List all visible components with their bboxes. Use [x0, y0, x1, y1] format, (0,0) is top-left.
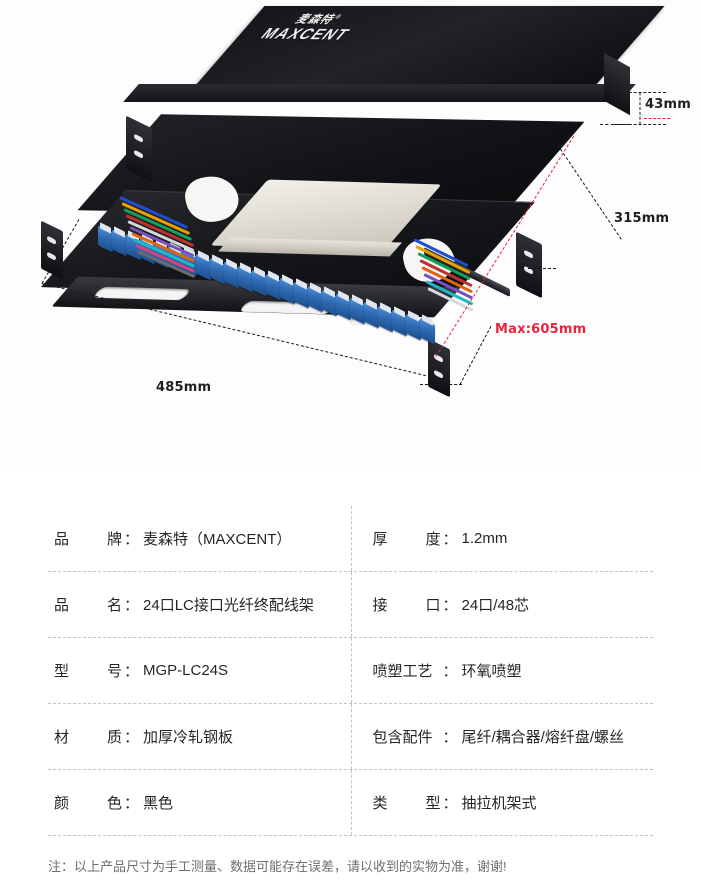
- table-row: 颜 色：黑色 类 型：抽拉机架式: [48, 769, 653, 835]
- spec-label: 材 质: [54, 729, 122, 746]
- spec-colon: ：: [442, 531, 458, 548]
- specification-table: 品 牌：麦森特（MAXCENT） 厚 度：1.2mm 品 名：24口LC接口光纤…: [48, 506, 653, 836]
- table-column-divider: [350, 704, 352, 769]
- table-row: 材 质：加厚冷轧钢板 包含配件：尾纤/耦合器/熔纤盘/螺丝: [48, 703, 653, 769]
- spec-cell-color: 颜 色：黑色: [48, 770, 351, 835]
- spec-cell-included-accessories: 包含配件 ：尾纤/耦合器/熔纤盘/螺丝: [351, 704, 654, 769]
- spec-label: 接 口: [372, 597, 441, 614]
- spec-value: MGP-LC24S: [143, 662, 229, 679]
- dimension-line-extended-depth-tick: [644, 118, 670, 119]
- table-column-divider: [350, 638, 352, 703]
- dimension-line-depth-tick: [528, 268, 556, 269]
- dimension-line-depth-tick: [600, 124, 630, 125]
- table-row: 型 号：MGP-LC24S 喷塑工艺：环氧喷塑: [48, 637, 653, 703]
- dimension-label-extended-depth: Max:605mm: [495, 322, 587, 337]
- product-photo: 麦森特® MAXCENT: [0, 0, 701, 470]
- spec-cell-material: 材 质：加厚冷轧钢板: [48, 704, 351, 769]
- dimension-tick-height: [639, 92, 641, 125]
- lc-adapter-port: [406, 313, 421, 341]
- spec-label: 颜 色: [54, 795, 122, 812]
- spec-label: 品 牌: [54, 531, 122, 548]
- spec-colon: ：: [442, 795, 458, 812]
- chassis-top-front-edge: [123, 84, 636, 102]
- spec-cell-coating-process: 喷塑工艺 ：环氧喷塑: [351, 638, 654, 703]
- product-device-illustration: 麦森特® MAXCENT: [0, 0, 701, 470]
- dimension-line-height-top: [614, 92, 666, 93]
- spec-colon: ：: [124, 795, 140, 812]
- spec-colon: ：: [124, 729, 140, 746]
- dimension-label-depth: 315mm: [614, 211, 670, 226]
- spec-colon: ：: [124, 531, 140, 548]
- spec-value: 尾纤/耦合器/熔纤盘/螺丝: [461, 729, 625, 746]
- spec-cell-model: 型 号：MGP-LC24S: [48, 638, 351, 703]
- table-column-divider: [350, 770, 352, 835]
- spec-colon: ：: [442, 729, 458, 746]
- spec-label: 类 型: [372, 795, 441, 812]
- spec-value: 黑色: [143, 795, 174, 812]
- spec-label: 品 名: [54, 597, 122, 614]
- spec-cell-thickness: 厚 度：1.2mm: [351, 506, 654, 571]
- chassis-right-side: [604, 52, 630, 116]
- spec-label: 包含配件: [372, 729, 433, 746]
- dimension-label-height: 43mm: [645, 97, 691, 112]
- spec-colon: ：: [442, 663, 458, 680]
- dimension-line-height-bottom: [614, 124, 666, 125]
- spec-colon: ：: [442, 597, 458, 614]
- spec-cell-interface: 接 口：24口/48芯: [351, 572, 654, 637]
- table-row: 品 牌：麦森特（MAXCENT） 厚 度：1.2mm: [48, 506, 653, 571]
- spec-value: 麦森特（MAXCENT）: [143, 531, 292, 548]
- table-column-divider: [350, 572, 352, 637]
- footer-disclaimer-note: 注：以上产品尺寸为手工测量、数据可能存在误差，请以收到的实物为准，谢谢!: [48, 859, 507, 874]
- spec-label: 厚 度: [372, 531, 441, 548]
- spec-value: 加厚冷轧钢板: [143, 729, 234, 746]
- spec-value: 1.2mm: [461, 530, 508, 547]
- spec-label: 喷塑工艺: [372, 663, 433, 680]
- lc-adapter-port: [392, 309, 407, 337]
- spec-value: 环氧喷塑: [461, 663, 522, 680]
- brand-logo-english: MAXCENT: [256, 25, 355, 44]
- dimension-line-width-end: [420, 384, 462, 385]
- rack-ear-front-right: [428, 338, 450, 398]
- table-row: 品 名：24口LC接口光纤终配线架 接 口：24口/48芯: [48, 571, 653, 637]
- spec-label: 型 号: [54, 663, 122, 680]
- rack-ear-rear-right: [516, 231, 542, 299]
- spec-value: 24口/48芯: [461, 597, 530, 614]
- dimension-label-width: 485mm: [156, 380, 212, 395]
- spec-value: 抽拉机架式: [461, 795, 537, 812]
- lc-adapter-port: [336, 293, 351, 321]
- lc-adapter-port: [378, 305, 393, 333]
- chassis-top-lid: [191, 6, 665, 90]
- spec-cell-product-name: 品 名：24口LC接口光纤终配线架: [48, 572, 351, 637]
- spec-cell-brand: 品 牌：麦森特（MAXCENT）: [48, 506, 351, 571]
- table-column-divider: [350, 506, 352, 571]
- spec-cell-type: 类 型：抽拉机架式: [351, 770, 654, 835]
- lc-adapter-port: [420, 317, 435, 345]
- spec-colon: ：: [124, 663, 140, 680]
- spec-value: 24口LC接口光纤终配线架: [143, 597, 314, 614]
- spec-colon: ：: [124, 597, 140, 614]
